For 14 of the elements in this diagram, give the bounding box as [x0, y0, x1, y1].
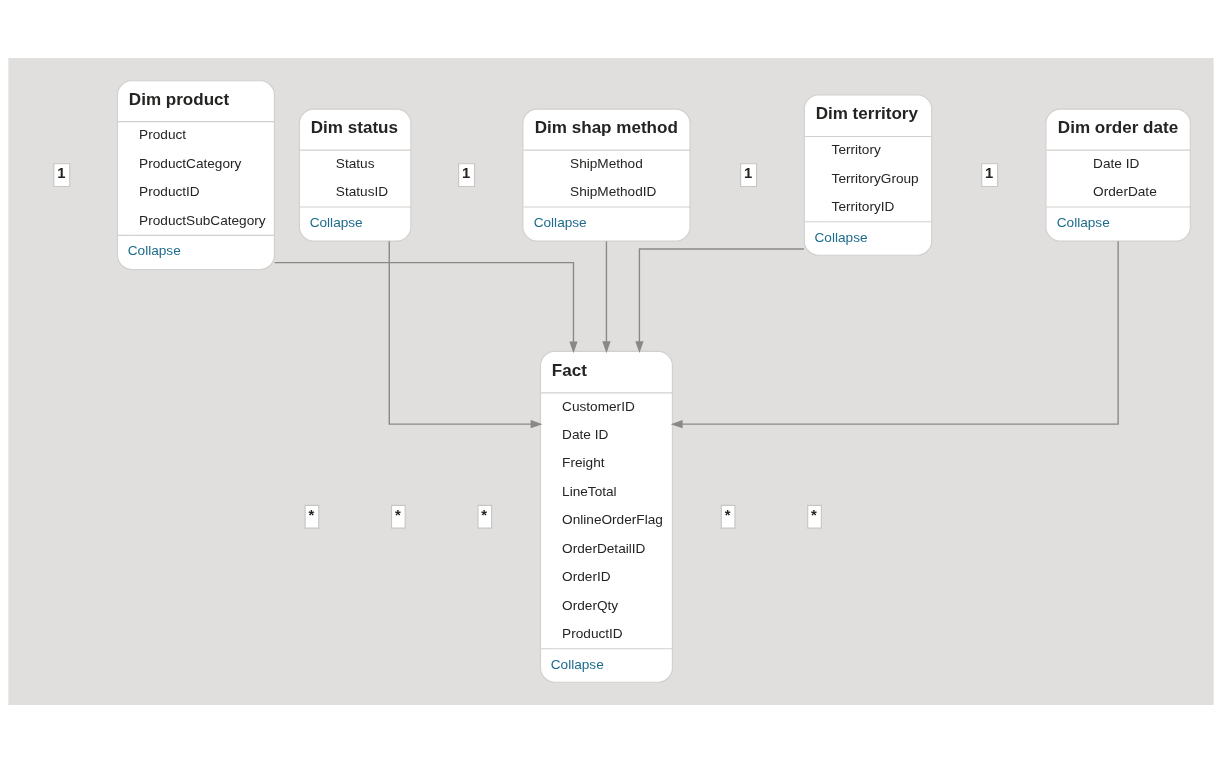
label: 1 — [744, 164, 753, 181]
label: * — [724, 506, 731, 523]
arrow — [670, 240, 1119, 428]
label: 1 — [462, 164, 471, 181]
arrow — [388, 240, 543, 428]
label: * — [394, 506, 401, 523]
label: * — [481, 506, 488, 523]
label: * — [308, 506, 315, 523]
label: * — [811, 506, 817, 523]
label: 1 — [57, 164, 66, 181]
arrow — [602, 240, 611, 353]
label: 1 — [985, 164, 994, 181]
arrow — [273, 261, 578, 353]
arrow — [635, 247, 805, 353]
